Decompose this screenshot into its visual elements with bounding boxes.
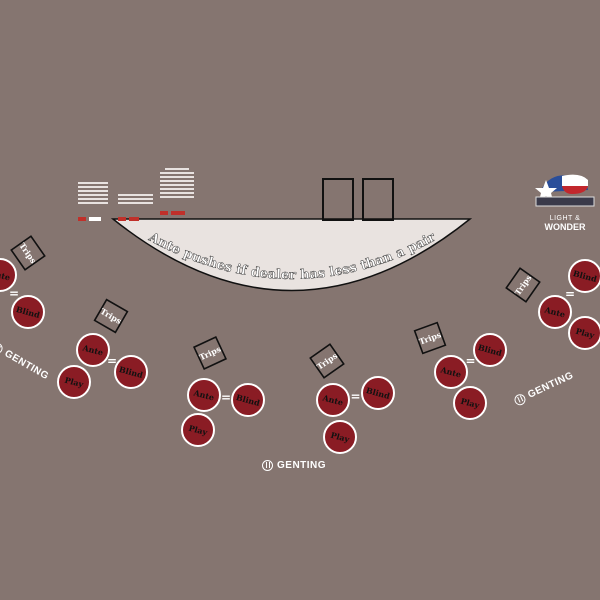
texas-flag-logo-icon [535, 174, 595, 207]
wonder-text: WONDER [544, 222, 586, 232]
equals-sign: = [9, 287, 19, 301]
paytable-ante [118, 192, 153, 225]
equals-sign: = [465, 354, 475, 368]
paytable-trips [160, 166, 194, 219]
blind-bet-spot[interactable]: Blind [114, 355, 148, 389]
equals-sign: = [221, 391, 231, 405]
ante-bet-spot[interactable]: Ante [0, 258, 17, 292]
trips-bet-spot[interactable]: Trips [309, 343, 345, 379]
play-label: Play [330, 430, 351, 445]
dealer-card-box-1 [322, 178, 354, 221]
play-label: Play [188, 423, 209, 438]
light-wonder-text: LIGHT & [549, 215, 581, 222]
play-bet-spot[interactable]: Play [181, 413, 215, 447]
blind-bet-spot[interactable]: Blind [231, 383, 265, 417]
play-label: Play [64, 375, 85, 390]
play-bet-spot[interactable]: Play [453, 386, 487, 420]
trips-label: Trips [418, 329, 443, 346]
blind-bet-spot[interactable]: Blind [361, 376, 395, 410]
blind-bet-spot[interactable]: Blind [473, 333, 507, 367]
genting-logo: GENTING [262, 460, 326, 471]
ultimate-texas-holdem-logo: LIGHT & WONDER [532, 170, 598, 232]
trips-bet-spot[interactable]: Trips [10, 235, 46, 271]
ante-bet-spot[interactable]: Ante [316, 383, 350, 417]
equals-sign: = [350, 390, 360, 404]
trips-label: Trips [198, 343, 223, 362]
ante-bet-spot[interactable]: Ante [434, 355, 468, 389]
ante-bet-spot[interactable]: Ante [187, 378, 221, 412]
ante-bet-spot[interactable]: Ante [538, 295, 572, 329]
ante-bet-spot[interactable]: Ante [76, 333, 110, 367]
blind-bet-spot[interactable]: Blind [11, 295, 45, 329]
play-label: Play [575, 326, 596, 341]
trips-bet-spot[interactable]: Trips [93, 298, 129, 334]
dealer-card-box-2 [362, 178, 394, 221]
play-bet-spot[interactable]: Play [568, 316, 600, 350]
play-label: Play [460, 396, 481, 411]
equals-sign: = [107, 354, 117, 368]
trips-bet-spot[interactable]: Trips [413, 321, 447, 355]
dealer-arc-banner [110, 218, 473, 292]
paytable-blind [78, 180, 108, 225]
genting-icon [262, 460, 273, 471]
trips-bet-spot[interactable]: Trips [505, 267, 541, 303]
blind-bet-spot[interactable]: Blind [568, 259, 600, 293]
play-bet-spot[interactable]: Play [323, 420, 357, 454]
play-bet-spot[interactable]: Play [57, 365, 91, 399]
trips-bet-spot[interactable]: Trips [192, 335, 228, 371]
ante-label: Ante [0, 267, 11, 282]
equals-sign: = [565, 287, 575, 301]
